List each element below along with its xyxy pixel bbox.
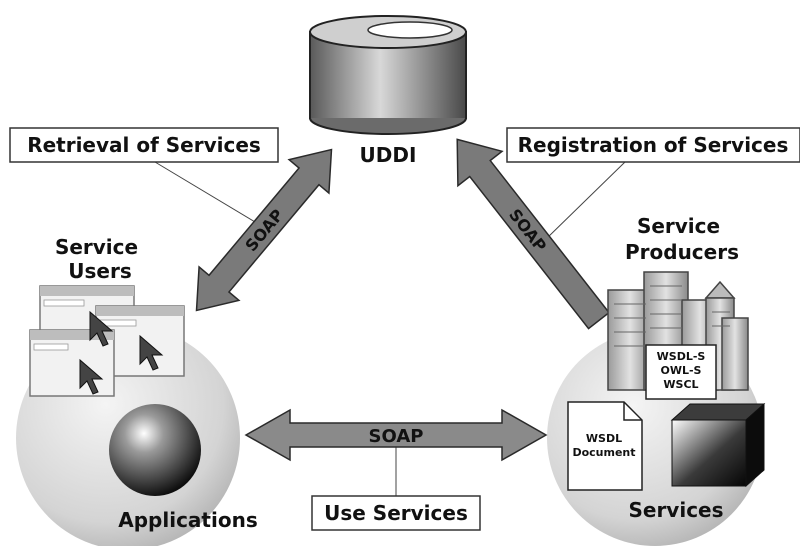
cursor-icon bbox=[139, 334, 164, 371]
semantic-docs-card: WSDL-S OWL-S WSCL bbox=[645, 344, 717, 400]
browser-window-front bbox=[29, 329, 115, 397]
services-label: Services bbox=[628, 498, 723, 522]
document-label: Document bbox=[572, 446, 635, 459]
wsdl-document-icon: WSDL Document bbox=[567, 401, 643, 491]
registration-callout-line bbox=[544, 161, 626, 241]
wsdl-s-label: WSDL-S bbox=[657, 350, 706, 363]
cursor-icon bbox=[79, 358, 104, 395]
retrieval-of-services-box: Retrieval of Services bbox=[9, 127, 279, 163]
cursor-icon bbox=[89, 310, 114, 347]
use-services-box: Use Services bbox=[311, 495, 481, 531]
service-users-label: Service Users bbox=[55, 235, 145, 283]
uddi-label: UDDI bbox=[360, 143, 417, 167]
service-cube-icon bbox=[670, 402, 766, 488]
soap-label-bottom: SOAP bbox=[369, 426, 424, 447]
application-sphere-icon bbox=[109, 404, 201, 496]
registration-of-services-box: Registration of Services bbox=[506, 127, 800, 163]
retrieval-label: Retrieval of Services bbox=[27, 133, 261, 157]
applications-label: Applications bbox=[118, 508, 257, 532]
use-services-label: Use Services bbox=[324, 501, 468, 525]
wscl-label: WSCL bbox=[663, 378, 698, 391]
retrieval-callout-line bbox=[154, 161, 256, 223]
uddi-database-icon bbox=[309, 15, 467, 135]
owl-s-label: OWL-S bbox=[661, 364, 702, 377]
registration-label: Registration of Services bbox=[518, 133, 789, 157]
service-producers-label: Service Producers bbox=[625, 214, 739, 264]
wsdl-label: WSDL bbox=[586, 432, 622, 445]
browser-windows-icon bbox=[29, 285, 185, 397]
soap-arrow-bottom: SOAP bbox=[244, 408, 548, 462]
